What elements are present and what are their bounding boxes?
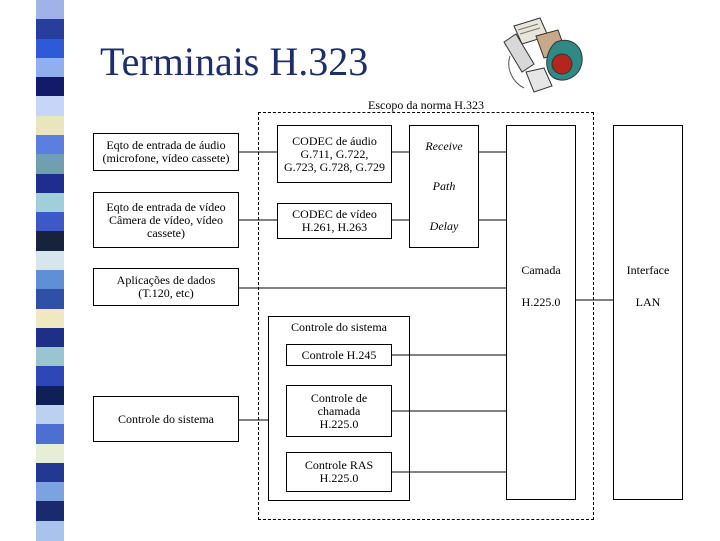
sidebar-stripe	[36, 347, 64, 368]
sidebar-stripe	[36, 38, 64, 59]
layer-sub-label: H.225.0	[521, 295, 561, 309]
lan-label: Interface	[626, 263, 670, 277]
scope-title: Escopo da norma H.323	[368, 98, 484, 112]
sidebar-stripe	[36, 424, 64, 445]
scope-border	[258, 112, 594, 520]
sidebar-stripe	[36, 289, 64, 310]
layer-label: Camada	[521, 263, 561, 277]
sidebar-stripe	[36, 443, 64, 464]
sidebar-stripe	[36, 115, 64, 136]
desk-clipart-icon	[503, 17, 583, 93]
system-control-group-label: Controle do sistema	[291, 320, 387, 334]
h245-control-box: Controle H.245	[286, 344, 392, 366]
sidebar-stripe	[36, 135, 64, 155]
sidebar-stripe	[36, 501, 64, 522]
audio-input-label: Eqto de entrada de áudio (microfone, víd…	[102, 138, 230, 165]
system-control-left-label: Controle do sistema	[118, 411, 214, 426]
sidebar-stripes	[0, 0, 70, 541]
receive-path-box: Receive Path Delay	[409, 125, 479, 248]
h2250-layer-box	[506, 125, 576, 500]
video-codec-box: CODEC de vídeo H.261, H.263	[277, 203, 392, 239]
receive-label: Receive	[425, 138, 463, 153]
h245-control-label: Controle H.245	[301, 347, 377, 362]
sidebar-stripe	[36, 192, 64, 213]
audio-codec-box: CODEC de áudio G.711, G.722, G.723, G.72…	[277, 125, 392, 183]
data-apps-label: Aplicações de dados (T.120, etc)	[116, 273, 216, 300]
slide-title: Terminais H.323	[100, 39, 369, 84]
path-label: Path	[432, 178, 456, 193]
sidebar-stripe	[36, 482, 64, 503]
audio-input-box: Eqto de entrada de áudio (microfone, víd…	[93, 133, 239, 171]
system-control-left-box: Controle do sistema	[93, 396, 239, 442]
sidebar-stripe	[36, 308, 64, 329]
sidebar-stripe	[36, 57, 64, 78]
data-apps-box: Aplicações de dados (T.120, etc)	[93, 268, 239, 306]
call-control-label: Controle de chamada H.225.0	[310, 390, 368, 431]
sidebar-stripe	[36, 270, 64, 290]
ras-control-label: Controle RAS H.225.0	[304, 458, 374, 485]
lan-interface-box	[613, 125, 683, 500]
sidebar-stripe	[36, 327, 64, 348]
lan-sub-label: LAN	[635, 295, 661, 309]
sidebar-stripe	[36, 77, 64, 98]
sidebar-stripe	[36, 462, 64, 483]
sidebar-stripe	[36, 385, 64, 406]
sidebar-stripe	[36, 19, 64, 40]
ras-control-box: Controle RAS H.225.0	[286, 452, 392, 492]
sidebar-stripe	[36, 96, 64, 117]
sidebar-stripe	[36, 405, 64, 425]
sidebar-stripe	[36, 173, 64, 194]
sidebar-stripe	[36, 366, 64, 387]
call-control-box: Controle de chamada H.225.0	[286, 385, 392, 437]
delay-label: Delay	[429, 219, 459, 234]
audio-codec-label: CODEC de áudio G.711, G.722, G.723, G.72…	[284, 133, 385, 174]
sidebar-stripe	[36, 520, 64, 541]
sidebar-stripe	[36, 250, 64, 271]
sidebar-stripe	[36, 0, 64, 20]
sidebar-stripe	[36, 154, 64, 175]
sidebar-stripe	[36, 231, 64, 252]
video-input-box: Eqto de entrada de vídeo Câmera de vídeo…	[93, 192, 239, 248]
video-input-label: Eqto de entrada de vídeo Câmera de vídeo…	[106, 199, 226, 240]
sidebar-stripe	[36, 212, 64, 233]
video-codec-label: CODEC de vídeo H.261, H.263	[292, 207, 377, 234]
